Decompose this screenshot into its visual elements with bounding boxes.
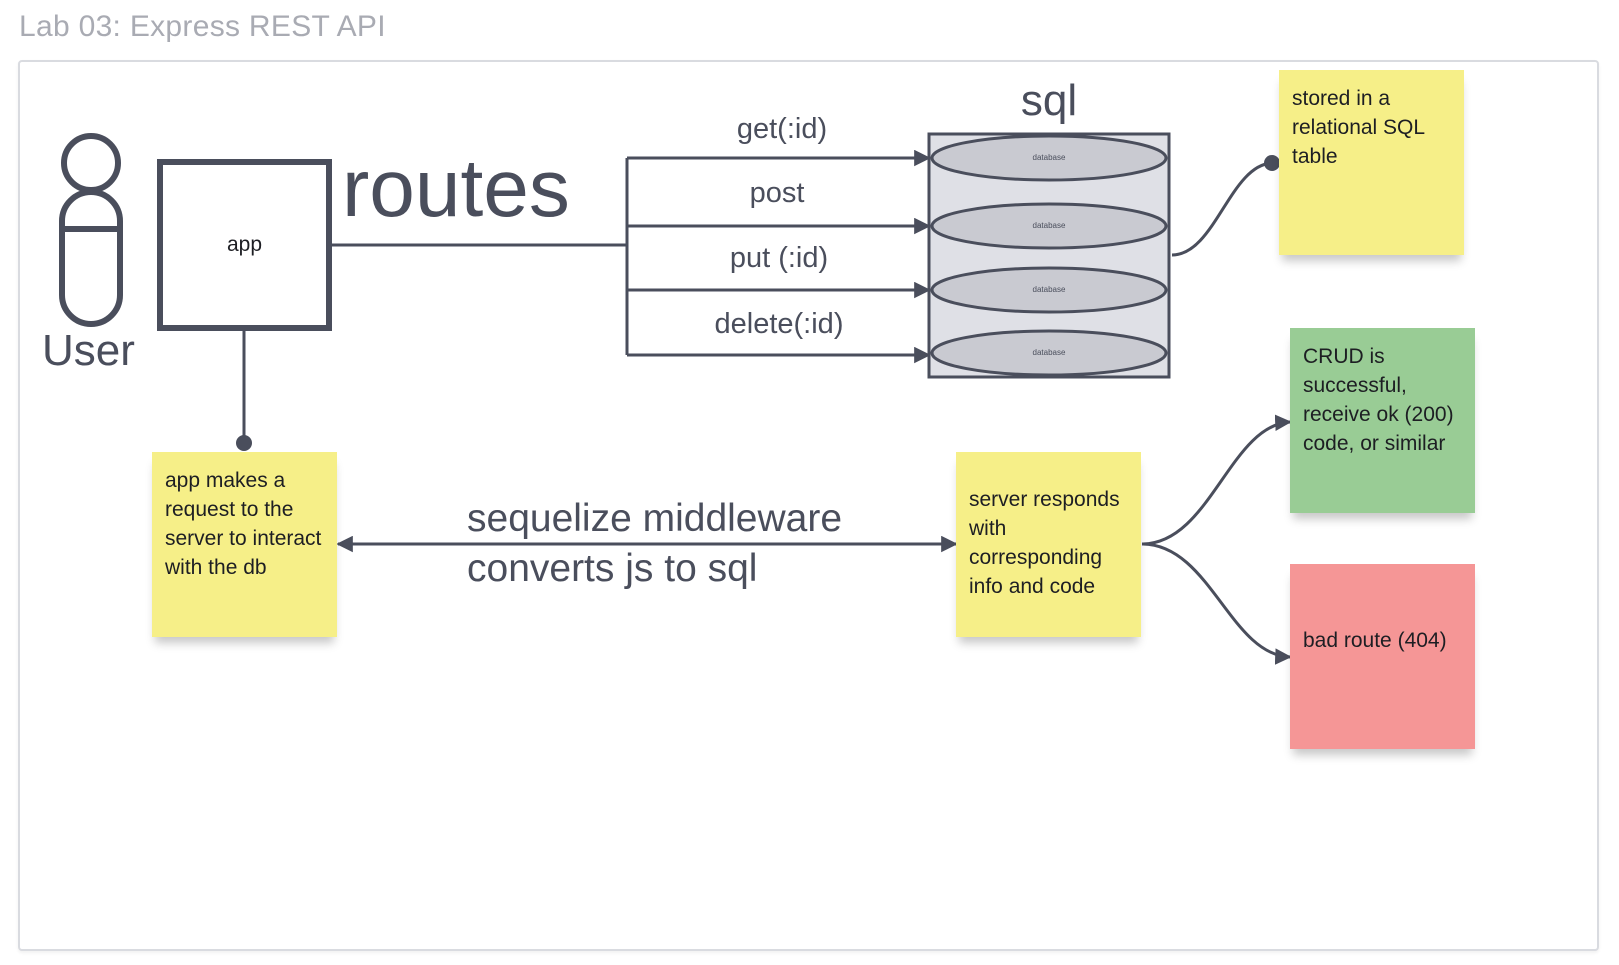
user-actor-icon (59, 133, 123, 327)
sticky-note-sql-storage: stored in a relational SQL table (1279, 70, 1464, 255)
database-label-1: database (1032, 153, 1066, 162)
database-label-2: database (1032, 221, 1066, 230)
middleware-label-line1: sequelize middleware (467, 497, 843, 540)
database-label-3: database (1032, 285, 1066, 294)
server-badroute-connector (1141, 542, 1292, 665)
database-cylinder-2 (930, 202, 1168, 250)
server-success-connector (1141, 414, 1292, 546)
sticky-note-success: CRUD is successful, receive ok (200) cod… (1290, 328, 1475, 513)
middleware-label-line2: converts js to sql (467, 547, 758, 590)
sticky-note-server-response: server responds with corresponding info … (956, 452, 1141, 637)
route-label-delete: delete(:id) (714, 308, 844, 340)
user-label: User (42, 326, 135, 375)
app-box (157, 159, 332, 331)
database-cylinder-4 (930, 329, 1168, 377)
routes-title: routes (342, 143, 570, 234)
database-cylinder-1 (930, 134, 1168, 182)
route-label-put: put (:id) (729, 242, 829, 274)
app-box-label: app (226, 233, 263, 256)
page-title: Lab 03: Express REST API (19, 10, 386, 43)
sticky-note-app-request: app makes a request to the server to int… (152, 452, 337, 637)
route-label-post: post (749, 177, 805, 209)
database-cylinder-3 (930, 266, 1168, 314)
sticky-note-bad-route: bad route (404) (1290, 564, 1475, 749)
db-note-connector (1171, 161, 1273, 257)
route-label-get: get(:id) (736, 113, 828, 145)
database-label-4: database (1032, 348, 1066, 357)
app-request-connector-dot (236, 435, 252, 451)
sql-title: sql (1020, 76, 1078, 125)
db-note-connector-dot (1264, 155, 1280, 171)
